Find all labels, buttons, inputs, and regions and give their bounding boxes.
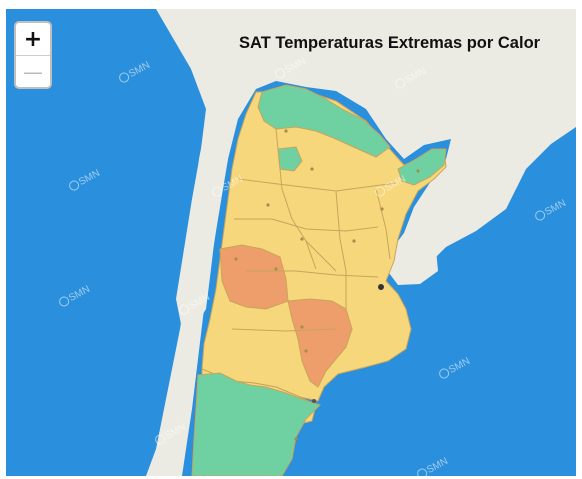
province-dots xyxy=(234,129,420,441)
land-chile xyxy=(146,99,228,476)
province-borders xyxy=(231,128,397,332)
no-alert-region-northeast[interactable] xyxy=(397,148,447,186)
no-alert-region-north[interactable] xyxy=(257,84,391,158)
city-marker xyxy=(378,284,384,290)
zoom-out-button[interactable]: — xyxy=(23,60,43,84)
land-north xyxy=(156,9,576,339)
zoom-in-button[interactable]: + xyxy=(16,23,50,56)
map-title: SAT Temperaturas Extremas por Calor xyxy=(239,34,541,52)
map-canvas[interactable] xyxy=(6,9,576,476)
city-marker xyxy=(312,399,316,403)
zoom-control: + — xyxy=(14,21,52,89)
land-uruguay xyxy=(386,241,438,285)
alert-region-orange-central[interactable] xyxy=(287,298,353,388)
no-alert-region-south[interactable] xyxy=(191,372,321,476)
map-frame[interactable]: SMN SMN SMN SMN SMN SMN SMN SMN SMN SMN … xyxy=(6,9,576,476)
